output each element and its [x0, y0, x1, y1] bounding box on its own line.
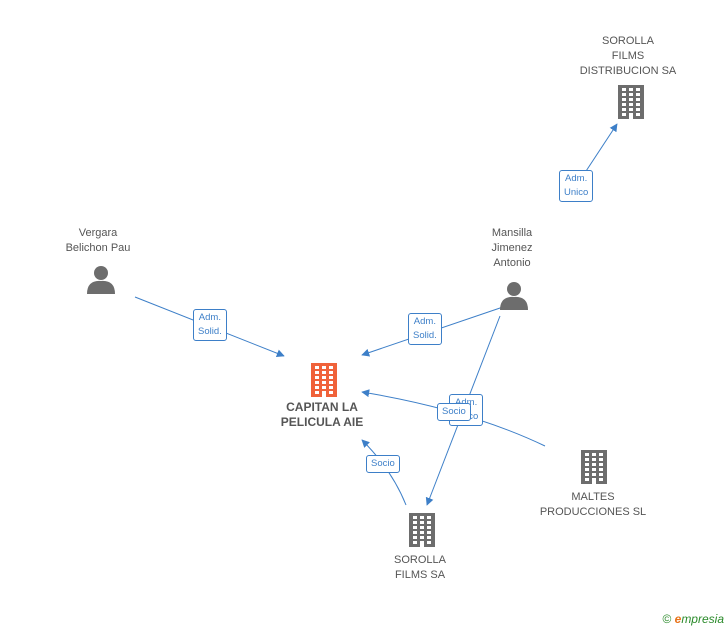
node-label-line: SOROLLA — [394, 554, 446, 566]
building-icon[interactable] — [311, 363, 337, 397]
edge-badge-sorolla_films-to-capitan[interactable]: Socio — [366, 455, 400, 473]
building-icon[interactable] — [409, 513, 435, 547]
edge-badge-line: Solid. — [413, 330, 437, 341]
node-label-line: SOROLLA — [602, 35, 654, 47]
footer-brand: © empresia — [662, 612, 724, 626]
edge-badge-line: Adm. — [565, 173, 588, 184]
node-label-line: DISTRIBUCION SA — [579, 65, 677, 77]
nodes-layer — [87, 85, 644, 547]
edge-badge-mansilla-to-sorolla_dist[interactable]: Adm. Unico — [559, 170, 594, 202]
node-label-sorolla_dist[interactable]: SOROLLA FILMS DISTRIBUCION SA — [558, 34, 698, 79]
edge-badge-maltes-to-capitan[interactable]: Socio — [437, 403, 471, 421]
edge-badge-vergara-to-capitan[interactable]: Adm. Solid. — [193, 309, 227, 341]
node-label-line: Jimenez — [491, 242, 533, 254]
node-label-maltes[interactable]: MALTES PRODUCCIONES SL — [523, 490, 663, 520]
node-label-line: MALTES — [571, 491, 615, 503]
node-label-line: PRODUCCIONES SL — [539, 506, 647, 518]
edge-badge-line: Adm. — [454, 396, 478, 410]
person-icon[interactable] — [500, 282, 528, 310]
edge-badge-line: Adm. — [198, 312, 221, 323]
copyright-symbol: © — [662, 612, 672, 626]
node-label-line: FILMS — [611, 50, 645, 62]
building-icon[interactable] — [581, 450, 607, 484]
building-icon[interactable] — [618, 85, 644, 119]
node-label-line: CAPITAN LA — [286, 400, 358, 414]
edge-badge-line: Adm. — [413, 316, 436, 327]
edge-badge-line: Unico — [564, 187, 589, 198]
person-icon[interactable] — [87, 266, 115, 294]
node-label-line: Vergara — [78, 227, 118, 239]
edge-badge-mansilla-to-capitan[interactable]: Adm. Solid. — [408, 313, 442, 345]
brand-logo-text: mpresia — [681, 612, 724, 626]
node-label-line: Belichon Pau — [65, 242, 131, 254]
edge-badge-line: Socio — [371, 458, 395, 469]
node-label-line: Mansilla — [491, 227, 533, 239]
node-label-line: PELICULA AIE — [280, 415, 364, 429]
node-label-line: Antonio — [493, 257, 531, 269]
edge-badge-line: Socio — [442, 406, 466, 417]
node-label-line: FILMS SA — [394, 569, 446, 581]
brand-logo-e: e — [674, 612, 682, 626]
edge-badge-line: Solid. — [198, 326, 222, 337]
node-label-sorolla_films[interactable]: SOROLLA FILMS SA — [350, 553, 490, 583]
